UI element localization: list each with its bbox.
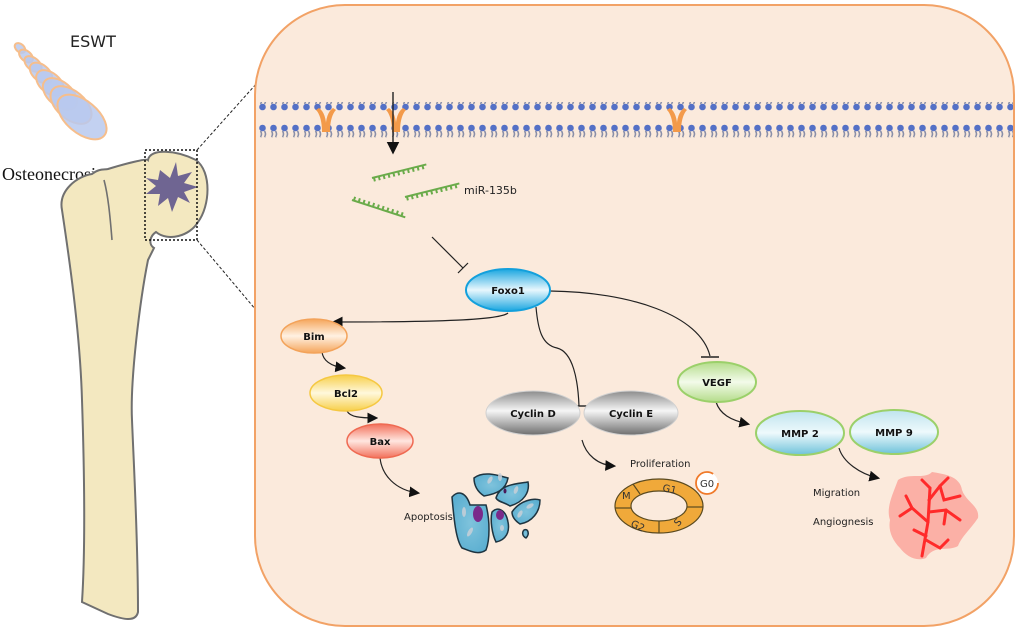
femur-bone: [60, 150, 209, 620]
edge-mmp2-angiogenesis: [838, 447, 881, 482]
node-mmp9[interactable]: MMP 9: [849, 409, 939, 455]
apoptotic-cells-icon: [451, 473, 541, 554]
zoom-box: [144, 149, 198, 241]
node-mmp2[interactable]: MMP 2: [755, 410, 845, 456]
proliferation-label: Proliferation: [630, 459, 691, 470]
bax-label: Bax: [370, 437, 391, 448]
edge-foxo1-cyclin: [535, 306, 580, 407]
phase-g1: G1: [661, 483, 677, 497]
edge-foxo1-vegf: [549, 290, 711, 357]
angiogenesis-label: Angiognesis: [813, 517, 873, 528]
phase-m: M: [622, 491, 631, 502]
cyclin-d-label: Cyclin D: [510, 409, 556, 420]
node-vegf[interactable]: VEGF: [677, 361, 757, 403]
mmp2-label: MMP 2: [781, 429, 819, 440]
node-bcl2[interactable]: Bcl2: [309, 374, 383, 412]
phase-g0: G0: [700, 479, 714, 490]
node-cyclin-e[interactable]: Cyclin E: [583, 390, 679, 436]
migration-label: Migration: [813, 488, 860, 499]
mirna-label: miR-135b: [464, 184, 517, 197]
necrosis-lesion: [146, 162, 198, 212]
edge-cyclin-proliferation: [581, 439, 617, 471]
node-bax[interactable]: Bax: [346, 423, 414, 459]
apoptosis-label: Apoptosis: [404, 512, 453, 523]
edge-bcl2-bax: [346, 410, 379, 424]
cyclin-e-label: Cyclin E: [609, 409, 653, 420]
node-foxo1[interactable]: Foxo1: [465, 268, 551, 312]
cell-membrane: [257, 102, 1013, 138]
edge-bim-bcl2: [321, 351, 347, 373]
zoom-line-top: [196, 82, 258, 151]
bim-label: Bim: [303, 332, 324, 343]
eswt-wave-icon: [13, 42, 108, 141]
cell-panel: [254, 4, 1015, 627]
bcl2-label: Bcl2: [334, 389, 358, 400]
edge-bax-apoptosis: [379, 457, 421, 498]
cell-cycle-icon: G1 S G2 M: [614, 478, 704, 535]
blood-vessel-icon: [888, 472, 979, 560]
vegf-label: VEGF: [702, 378, 732, 389]
node-bim[interactable]: Bim: [280, 318, 348, 354]
zoom-line-bottom: [196, 239, 257, 311]
foxo1-label: Foxo1: [491, 286, 525, 297]
g0-loop-icon: G0: [695, 471, 719, 495]
edge-vegf-mmp2: [715, 401, 751, 428]
eswt-label: ESWT: [70, 32, 116, 51]
mmp9-label: MMP 9: [875, 428, 913, 439]
edge-foxo1-bim: [331, 312, 509, 328]
inhibit-mirna-foxo1: [431, 236, 469, 274]
phase-g2: G2: [629, 519, 646, 535]
node-cyclin-d[interactable]: Cyclin D: [485, 390, 581, 436]
mirna-icon: [351, 163, 460, 219]
